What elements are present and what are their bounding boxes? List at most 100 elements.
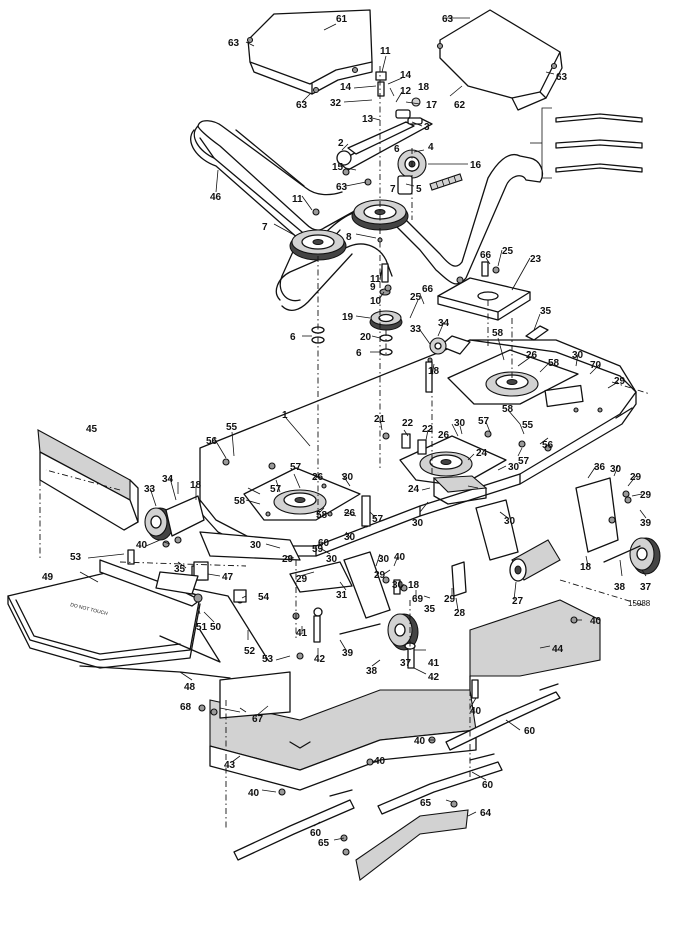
callout-43: 43 [224, 760, 236, 771]
callout-40: 40 [470, 706, 482, 717]
callout-29: 29 [640, 490, 652, 501]
callout-30: 30 [326, 554, 338, 565]
callout-58: 58 [234, 496, 246, 507]
callout-55: 55 [522, 420, 534, 431]
callout-70: 70 [590, 360, 602, 371]
callout-56: 56 [542, 440, 554, 451]
leader-lines [79, 17, 647, 841]
callout-38: 38 [614, 582, 626, 593]
callout-67: 67 [252, 714, 264, 725]
rear-shield [355, 809, 469, 881]
callout-22: 22 [402, 418, 414, 429]
callout-40: 40 [248, 788, 260, 799]
callout-64: 64 [480, 808, 492, 819]
callout-11: 11 [370, 274, 381, 285]
callout-30: 30 [344, 532, 356, 543]
callout-37: 37 [640, 582, 652, 593]
callout-53: 53 [70, 552, 82, 563]
callout-7: 7 [390, 184, 396, 195]
callout-65: 65 [420, 798, 432, 809]
callout-18: 18 [408, 580, 420, 591]
callout-29: 29 [282, 554, 294, 565]
callout-36: 36 [594, 462, 606, 473]
callout-18: 18 [428, 366, 440, 377]
callout-40: 40 [394, 552, 406, 563]
callout-29: 29 [444, 594, 456, 605]
callout-60: 60 [524, 726, 536, 737]
front-skirt [209, 689, 477, 791]
callout-15: 15 [332, 162, 344, 173]
callout-65: 65 [318, 838, 330, 849]
callout-63: 63 [556, 72, 568, 83]
callout-66: 66 [480, 250, 492, 261]
callout-29: 29 [614, 376, 626, 387]
callout-52: 52 [244, 646, 256, 657]
callout-30: 30 [454, 418, 466, 429]
callout-68: 68 [180, 702, 192, 713]
callout-63: 63 [296, 100, 308, 111]
callout-30: 30 [412, 518, 424, 529]
gauge-wheel-right [575, 477, 661, 575]
callout-29: 29 [296, 574, 308, 585]
callout-18: 18 [190, 480, 202, 491]
callout-5: 5 [416, 184, 422, 195]
callout-40: 40 [136, 540, 148, 551]
left-baffle [37, 429, 139, 531]
callout-37: 37 [400, 658, 412, 669]
spindle-left [243, 467, 361, 521]
callout-40: 40 [590, 616, 602, 627]
callout-58: 58 [502, 404, 514, 415]
callout-11: 11 [380, 46, 391, 57]
callout-55: 55 [226, 422, 238, 433]
callout-59: 59 [312, 544, 324, 555]
callout-60: 60 [310, 828, 322, 839]
callout-58: 58 [492, 328, 504, 339]
callout-labels: 61 63 63 63 63 62 11 14 14 18 12 32 17 1… [42, 14, 652, 849]
callout-58: 58 [548, 358, 560, 369]
callout-30: 30 [378, 554, 390, 565]
belt-cover-left [246, 9, 373, 95]
callout-16: 16 [470, 160, 482, 171]
callout-35: 35 [174, 564, 186, 575]
callout-14: 14 [400, 70, 412, 81]
blade-lower-left [233, 789, 355, 861]
callout-2: 2 [338, 138, 344, 149]
callout-11: 11 [292, 194, 303, 205]
callout-56: 56 [206, 436, 218, 447]
diagram-code: 15088 [628, 599, 651, 608]
idler-bracket [437, 261, 531, 321]
callout-3: 3 [424, 122, 430, 133]
callout-30: 30 [610, 464, 622, 475]
idler-pulley-19 [369, 310, 403, 331]
callout-26: 26 [312, 472, 324, 483]
callout-58: 58 [316, 510, 328, 521]
callout-42: 42 [314, 654, 326, 665]
callout-66: 66 [422, 284, 434, 295]
callout-26: 26 [438, 430, 450, 441]
callout-69: 69 [412, 594, 424, 605]
callout-49: 49 [42, 572, 54, 583]
callout-1: 1 [282, 410, 288, 421]
callout-30: 30 [342, 472, 354, 483]
callout-18: 18 [418, 82, 430, 93]
idler-arm-assembly [336, 71, 463, 195]
callout-57: 57 [290, 462, 302, 473]
callout-29: 29 [374, 570, 386, 581]
callout-46: 46 [210, 192, 222, 203]
gauge-wheel-left [144, 495, 205, 548]
callout-21: 21 [374, 414, 386, 425]
blade-hardware [278, 616, 578, 856]
callout-60: 60 [482, 780, 494, 791]
callout-20: 20 [360, 332, 372, 343]
callout-44: 44 [552, 644, 564, 655]
pulley-left [289, 229, 347, 261]
callout-62: 62 [454, 100, 466, 111]
callout-8: 8 [346, 232, 352, 243]
callout-48: 48 [184, 682, 196, 693]
callout-57: 57 [478, 416, 490, 427]
callout-51: 51 [196, 622, 208, 633]
callout-32: 32 [330, 98, 342, 109]
callout-47: 47 [222, 572, 234, 583]
callout-25: 25 [410, 292, 422, 303]
